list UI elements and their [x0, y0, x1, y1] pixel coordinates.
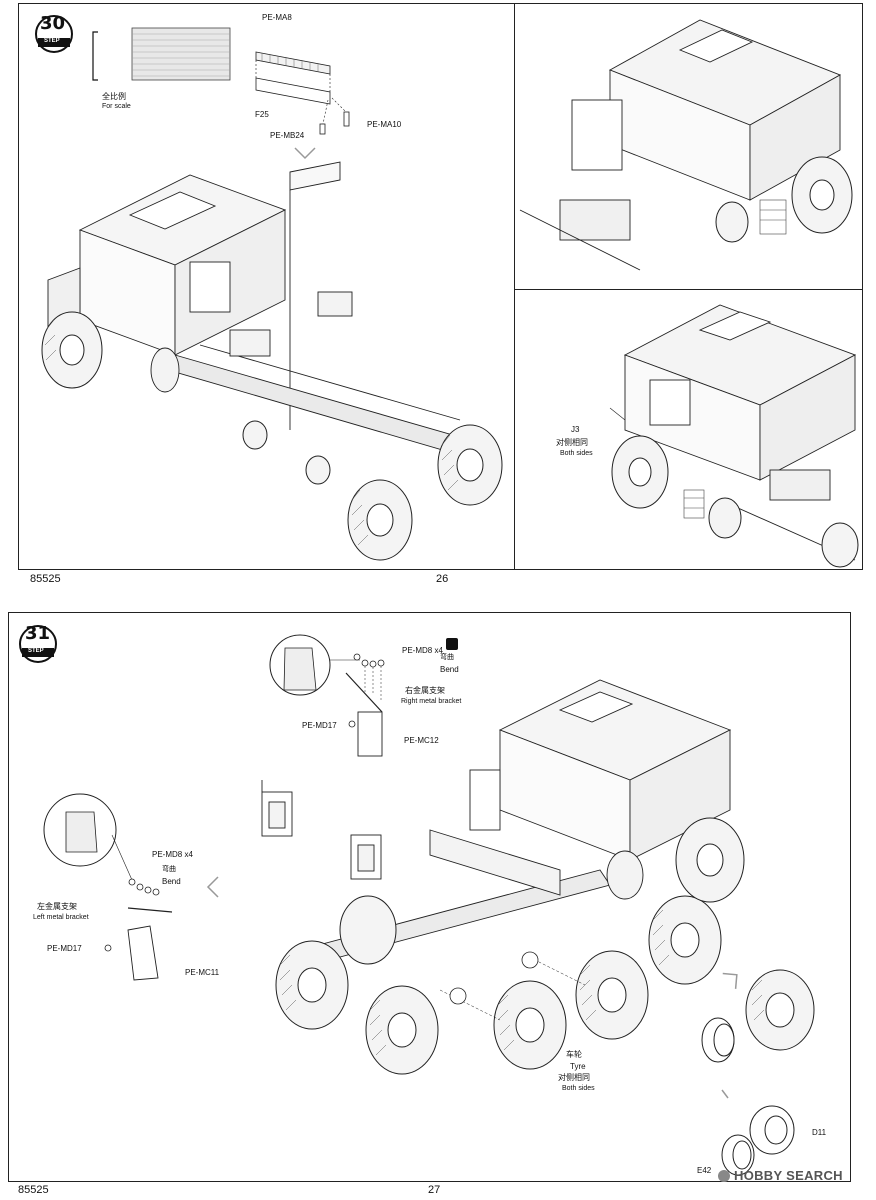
kit-number: 85525 [30, 573, 61, 585]
kit-number-27: 85525 [18, 1184, 49, 1196]
left-bracket-zh: 左金属支架 [37, 902, 77, 911]
bend-label-right-zh: 弯曲 [440, 654, 454, 661]
step-30-line-art [41, 19, 859, 568]
watermark-logo [718, 1170, 730, 1182]
part-label-pe-mc12: PE-MC12 [404, 736, 439, 745]
scale-label-zh: 全比例 [102, 92, 126, 101]
part-label-f25: F25 [255, 110, 269, 119]
step-31-word: STEP [28, 648, 44, 654]
both-sides-en: Both sides [560, 450, 593, 457]
step-30-number: 30 [40, 13, 66, 34]
part-label-pe-md17-right: PE-MD17 [302, 721, 337, 730]
bend-icon [446, 638, 458, 650]
part-label-d11: D11 [812, 1128, 827, 1137]
step-30-badge [34, 14, 73, 53]
part-label-e42: E42 [697, 1166, 712, 1175]
watermark-text: HOBBY SEARCH [734, 1168, 843, 1183]
part-label-pe-ma8: PE-MA8 [262, 13, 292, 22]
step-31-number: 31 [25, 623, 51, 644]
both-sides-zh: 对侧相同 [556, 438, 588, 447]
tyre-both-sides-zh: 对侧相同 [558, 1073, 590, 1082]
page-number: 26 [436, 573, 449, 585]
part-label-pe-mb24: PE-MB24 [270, 131, 305, 140]
bend-label-left-en: Bend [162, 877, 181, 886]
part-label-pe-md8-right: PE-MD8 x4 [402, 646, 443, 655]
right-bracket-en: Right metal bracket [401, 698, 462, 705]
scale-label-en: For scale [102, 103, 131, 110]
step-31-badge [18, 624, 57, 663]
bend-label-left-zh: 弯曲 [162, 866, 176, 873]
tyre-label-zh: 车轮 [566, 1050, 582, 1059]
page-number-27: 27 [428, 1184, 441, 1196]
right-bracket-zh: 右金属支架 [405, 686, 445, 695]
bend-label-right-en: Bend [440, 665, 459, 674]
tyre-both-sides-en: Both sides [562, 1085, 595, 1092]
part-label-pe-md8-left: PE-MD8 x4 [152, 850, 193, 859]
left-bracket-en: Left metal bracket [33, 914, 89, 921]
part-label-pe-mc11: PE-MC11 [185, 968, 220, 977]
part-label-pe-md17-left: PE-MD17 [47, 944, 82, 953]
part-label-pe-ma10: PE-MA10 [367, 120, 402, 129]
tyre-label-en: Tyre [570, 1062, 586, 1071]
part-label-j3: J3 [571, 425, 580, 434]
step-30-word: STEP [44, 38, 60, 44]
